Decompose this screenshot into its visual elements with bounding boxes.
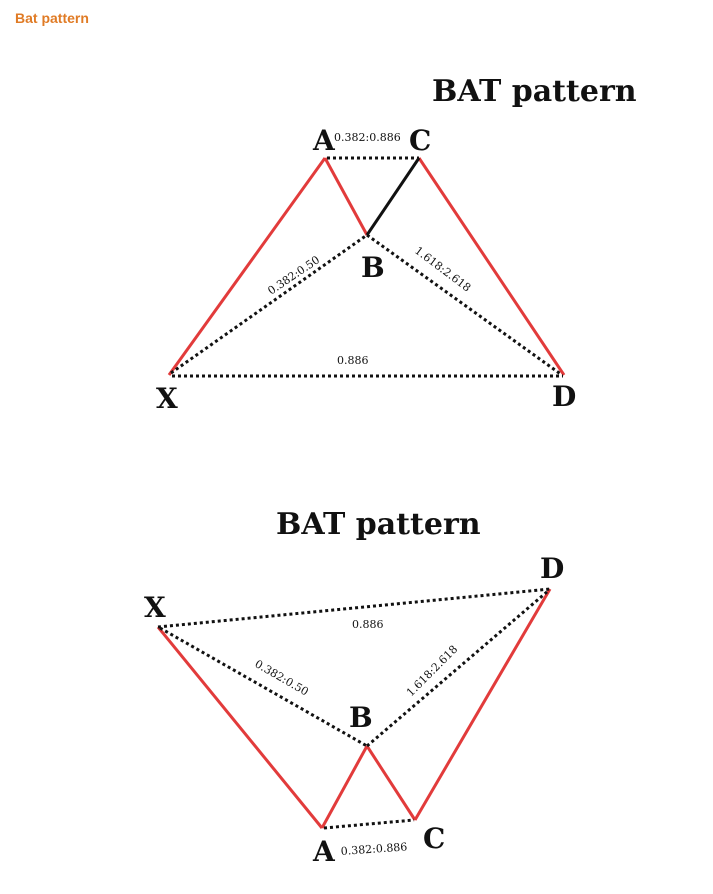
- ratio-line-ac-2: [323, 818, 415, 830]
- point-b-label-1: B: [361, 251, 385, 284]
- section-heading: Bat pattern: [15, 10, 89, 26]
- point-a-label-2: A: [312, 835, 336, 868]
- bat-diagram-2: BAT pattern 0.886 0.382:0.50 1.618:2.618…: [144, 507, 564, 868]
- point-c-label-1: C: [409, 124, 431, 157]
- point-x-label-1: X: [156, 382, 178, 415]
- ratio-label-ac-1: 0.382:0.886: [334, 131, 401, 144]
- ratio-line-bd-2: [366, 589, 549, 748]
- ratio-label-xb-1: 0.382:0.50: [265, 253, 322, 297]
- leg-cd-2: [413, 588, 552, 821]
- ratio-label-xd-2: 0.886: [352, 618, 384, 631]
- diagram-1-title: BAT pattern: [432, 74, 637, 109]
- ratio-label-ac-2: 0.382:0.886: [340, 840, 407, 858]
- ratio-line-xb-1: [170, 233, 368, 375]
- ratio-label-xd-1: 0.886: [337, 354, 369, 367]
- leg-cd-1: [417, 157, 566, 376]
- bat-diagram-1: BAT pattern 0.382:0.886 0.382:0.50 1.618…: [156, 74, 637, 415]
- ratio-label-xb-2: 0.382:0.50: [253, 657, 311, 698]
- leg-bc-2: [365, 745, 417, 821]
- point-d-label-1: D: [552, 380, 576, 413]
- leg-xa-1: [167, 157, 327, 376]
- ratio-label-bd-1: 1.618:2.618: [412, 244, 473, 295]
- point-b-label-2: B: [349, 701, 373, 734]
- point-x-label-2: X: [144, 591, 166, 624]
- leg-ab-1: [323, 157, 369, 236]
- ratio-line-bd-1: [366, 233, 563, 377]
- leg-ab-2: [320, 745, 369, 829]
- leg-bc-1: [365, 157, 421, 236]
- point-c-label-2: C: [423, 822, 445, 855]
- diagram-2-title: BAT pattern: [276, 507, 481, 542]
- point-d-label-2: D: [540, 552, 564, 585]
- ratio-line-xb-2: [159, 626, 368, 748]
- point-a-label-1: A: [312, 124, 336, 157]
- leg-xa-2: [156, 626, 324, 829]
